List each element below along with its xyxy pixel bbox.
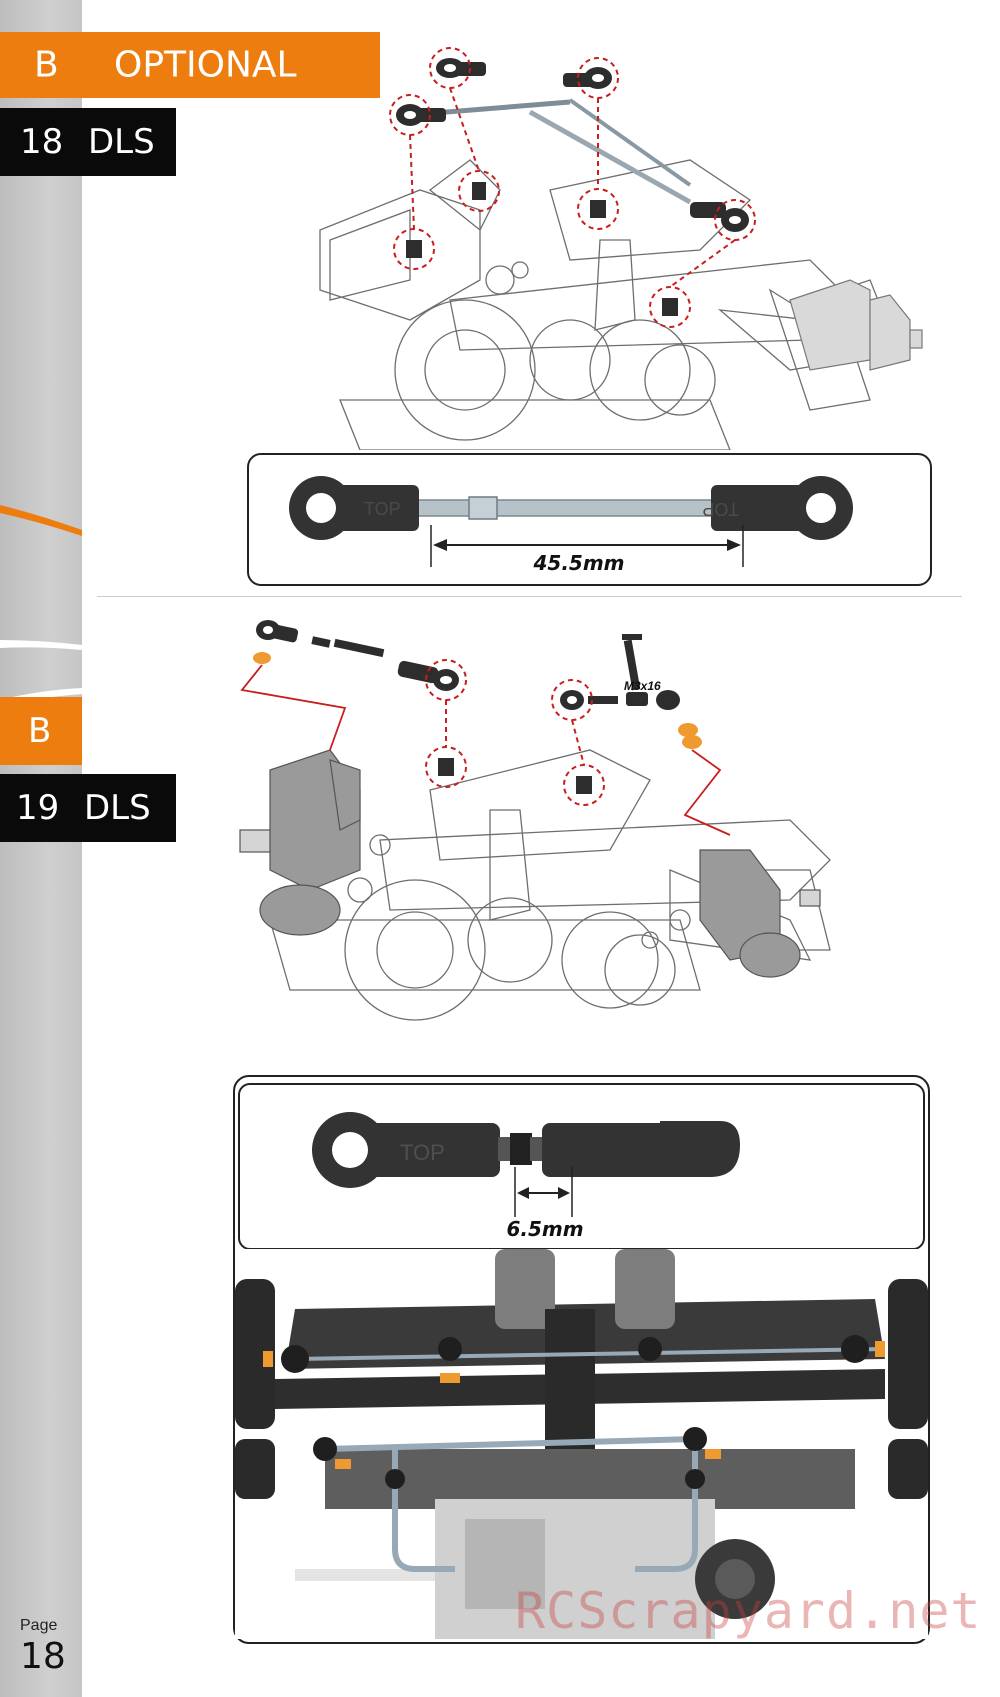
sidebar: Page 18: [0, 0, 82, 1697]
rod-end-text-right: TOP: [702, 499, 739, 519]
step19-measure-box: TOP 6.5mm: [238, 1083, 925, 1250]
step18-measure-box: TOP TOP 45.5mm: [247, 453, 932, 586]
step19-letter: B: [28, 711, 52, 751]
step18-turnbuckle-diagram: TOP TOP: [289, 476, 853, 567]
step18-measurement: 45.5mm: [533, 551, 625, 575]
watermark: RCScrapyard.net: [515, 1582, 982, 1640]
section-title: OPTIONAL: [114, 44, 297, 86]
step19-turnbuckle-diagram: TOP: [312, 1111, 740, 1217]
page-number: 18: [20, 1636, 66, 1677]
step19-illustration: [239, 620, 831, 1021]
section-letter: B: [34, 44, 59, 86]
section-divider: [97, 596, 962, 597]
section-header: B OPTIONAL: [0, 32, 380, 98]
step19-header: 19 DLS: [0, 774, 176, 842]
step18-illustration: [319, 47, 923, 450]
screw-label: M3x16: [624, 679, 661, 693]
step18-header: 18 DLS: [0, 108, 176, 176]
page-label: Page: [20, 1617, 58, 1634]
rod-end-text: TOP: [400, 1140, 445, 1165]
rod-end-text-left: TOP: [364, 499, 401, 519]
step19-measurement: 6.5mm: [506, 1217, 584, 1241]
step19-letter-header: B: [0, 697, 82, 765]
step19-detail-frame: TOP 6.5mm: [233, 1075, 930, 1644]
step19-title: DLS: [84, 788, 151, 828]
step19-number: 19: [16, 788, 60, 828]
step18-title: DLS: [88, 122, 155, 162]
step18-number: 18: [20, 122, 64, 162]
sidebar-swoosh: [0, 505, 82, 706]
step19-render: [235, 1249, 928, 1639]
